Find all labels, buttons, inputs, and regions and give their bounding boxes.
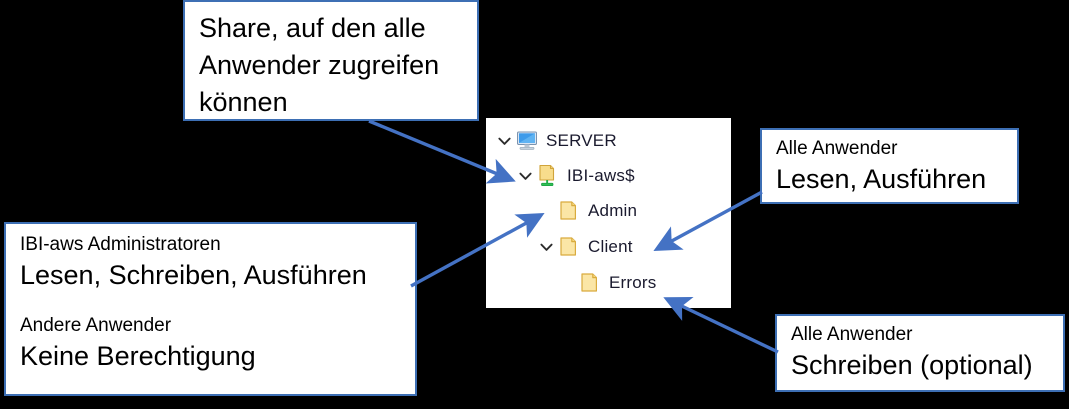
tree-node-server[interactable]: SERVER xyxy=(494,128,617,154)
administrators-callout: IBI-aws Administratoren Lesen, Schreiben… xyxy=(4,222,417,396)
folder-icon xyxy=(556,235,582,259)
chevron-down-icon[interactable] xyxy=(494,131,514,151)
tree-node-client[interactable]: Client xyxy=(536,234,633,260)
tree-node-ibi-aws[interactable]: IBI-aws$ xyxy=(515,163,635,189)
callout-spacer xyxy=(20,293,409,313)
monitor-icon xyxy=(514,129,540,153)
write-optional-callout: Alle Anwender Schreiben (optional) xyxy=(775,314,1065,392)
admin-group-label: IBI-aws Administratoren xyxy=(20,234,221,255)
chevron-placeholder xyxy=(536,201,556,221)
share-callout: Share, auf den alle Anwender zugreifen k… xyxy=(183,0,479,121)
folder-icon xyxy=(577,271,603,295)
other-users-permissions: Keine Berechtigung xyxy=(20,341,256,371)
tree-node-label: Errors xyxy=(609,273,657,292)
tree-node-label: SERVER xyxy=(546,131,617,150)
tree-node-label: Client xyxy=(588,237,633,256)
read-execute-value: Lesen, Ausführen xyxy=(776,164,987,194)
chevron-placeholder xyxy=(557,273,577,293)
shared-folder-icon xyxy=(535,164,561,188)
read-execute-callout: Alle Anwender Lesen, Ausführen xyxy=(760,128,1019,204)
folder-icon xyxy=(556,199,582,223)
write-optional-label: Alle Anwender xyxy=(791,324,913,345)
other-users-label: Andere Anwender xyxy=(20,315,172,336)
folder-tree-panel: SERVER IBI-aws$ xyxy=(486,118,731,308)
chevron-down-icon[interactable] xyxy=(536,237,556,257)
tree-node-label: Admin xyxy=(588,201,638,220)
tree-node-admin[interactable]: Admin xyxy=(536,198,637,224)
tree-node-errors[interactable]: Errors xyxy=(557,270,656,296)
write-optional-value: Schreiben (optional) xyxy=(791,350,1033,380)
chevron-down-icon[interactable] xyxy=(515,166,535,186)
read-execute-label: Alle Anwender xyxy=(776,138,898,159)
admin-group-permissions: Lesen, Schreiben, Ausführen xyxy=(20,260,367,290)
tree-node-label: IBI-aws$ xyxy=(567,166,635,185)
share-callout-text: Share, auf den alle Anwender zugreifen k… xyxy=(199,13,440,117)
